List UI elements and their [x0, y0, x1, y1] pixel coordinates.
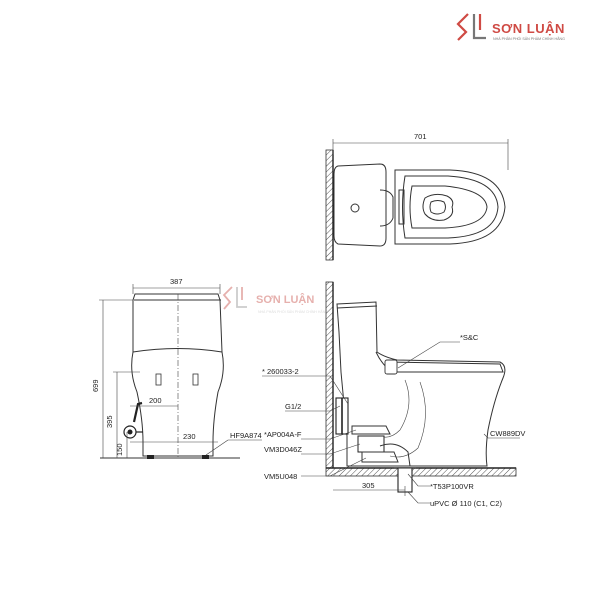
label-upvc: uPVC Ø 110 (C1, C2): [430, 499, 502, 508]
floor-hatch: [325, 467, 517, 477]
dim-rough-in: 305: [362, 481, 375, 490]
brand-logo: SƠN LUẬN NHÀ PHÂN PHỐI SẢN PHẨM CHÍNH HÃ…: [456, 13, 565, 41]
label-vm5u048: VM5U048: [264, 472, 297, 481]
watermark: SƠN LUẬN NHÀ PHÂN PHỐI SẢN PHẨM CHÍNH HÃ…: [222, 286, 328, 314]
dim-inlet-offset: 200: [149, 396, 162, 405]
dim-total-height: 699: [91, 379, 100, 392]
trapway-curve: [379, 379, 410, 438]
logo-name: SƠN LUẬN: [492, 21, 565, 36]
watermark-mark-icon: [222, 286, 247, 310]
drain-outline-top: [422, 193, 454, 221]
foot-right: [202, 455, 209, 459]
logo-tagline: NHÀ PHÂN PHỐI SẢN PHẨM CHÍNH HÃNG: [493, 36, 565, 41]
bowl-inner-top: [409, 185, 488, 229]
flush-button-icon: [350, 203, 360, 213]
tank-lid-side: [336, 305, 378, 309]
label-sc: *S&C: [460, 333, 479, 342]
toilet-side-outline: [336, 301, 506, 467]
dim-valve-height: 150: [115, 443, 124, 456]
seat-bolts: [155, 373, 199, 386]
label-g12: G1/2: [285, 402, 301, 411]
seat-outline-top: [394, 169, 506, 245]
label-cw889dv: CW889DV: [490, 429, 525, 438]
dim-valve-offset: 230: [183, 432, 196, 441]
side-wall-hatch: [325, 281, 334, 469]
tank-bottom-curve: [132, 348, 223, 353]
logo-mark-icon: [456, 13, 486, 41]
top-view: 701: [325, 132, 509, 261]
watermark-tagline: NHÀ PHÂN PHỐI SẢN PHẨM CHÍNH HÃNG: [258, 309, 328, 314]
watermark-name: SƠN LUẬN: [256, 293, 314, 306]
trapway-curve-2: [389, 381, 426, 458]
drain-inner-top: [429, 200, 446, 215]
seal-part: [361, 451, 399, 463]
label-vm3d046z: VM3D046Z: [264, 445, 302, 454]
dim-front-width: 387: [170, 277, 183, 286]
bowl-outline-top: [402, 175, 499, 239]
side-view: 305 * 260033-2 G1/2 *AP004A-F VM3D046Z V…: [262, 281, 525, 508]
toilet-front-outline: [131, 293, 224, 457]
dim-inlet-height: 395: [105, 415, 114, 428]
outlet-bend: [379, 443, 411, 467]
label-ap004a-f: *AP004A-F: [264, 430, 302, 439]
label-260033-2: * 260033-2: [262, 367, 299, 376]
label-hf9a874: HF9A874: [230, 431, 262, 440]
foot-left: [147, 455, 154, 459]
flange-part: [351, 425, 391, 435]
leader-lines: [262, 341, 520, 504]
tank-outline-top: [333, 163, 387, 247]
seat-hinge-side: [384, 359, 398, 375]
front-view: 387 699 395 150 200: [91, 277, 262, 459]
label-t53p100vr: *T53P100VR: [430, 482, 474, 491]
adapter-part: [357, 435, 385, 453]
hinge-outline: [379, 189, 394, 227]
top-wall-hatch: [325, 149, 334, 261]
seat-hinge-top: [398, 189, 405, 225]
dim-top-width: 701: [414, 132, 427, 141]
leader-hf9a874: [205, 439, 229, 456]
seat-side: [385, 361, 504, 373]
